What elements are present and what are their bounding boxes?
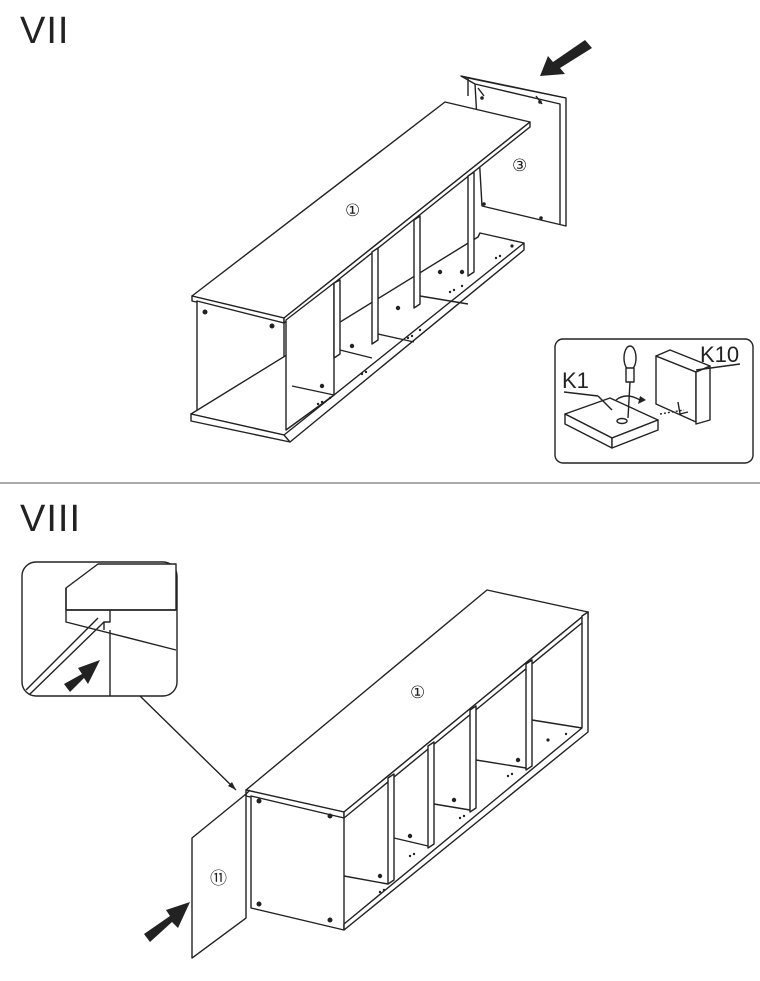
side-panel-part-11 bbox=[191, 789, 251, 959]
part-label-1-step-viii: ① bbox=[410, 683, 425, 703]
slide-arrow-icon bbox=[64, 660, 100, 692]
shelf-carcass-part-1-step-viii bbox=[245, 589, 589, 931]
part-label-11: ⑪ bbox=[210, 869, 227, 889]
step-viii-illustration: ① ⑪ bbox=[21, 561, 589, 959]
push-arrow-icon bbox=[144, 902, 190, 942]
part-label-3: ③ bbox=[512, 156, 527, 176]
fastener-detail-inset: K10 K1 bbox=[554, 338, 754, 464]
fitting-label-k10: K10 bbox=[700, 342, 739, 367]
fitting-label-k1: K1 bbox=[562, 368, 589, 393]
step-vii-illustration: ① ③ K10 K1 bbox=[190, 40, 754, 464]
edge-detail-inset bbox=[21, 561, 237, 791]
step-title-vii: VII bbox=[20, 10, 70, 52]
shelf-carcass-part-1 bbox=[190, 101, 531, 443]
part-label-1: ① bbox=[345, 201, 360, 221]
insert-arrow-icon bbox=[540, 40, 592, 76]
step-title-viii: VIII bbox=[20, 498, 82, 540]
